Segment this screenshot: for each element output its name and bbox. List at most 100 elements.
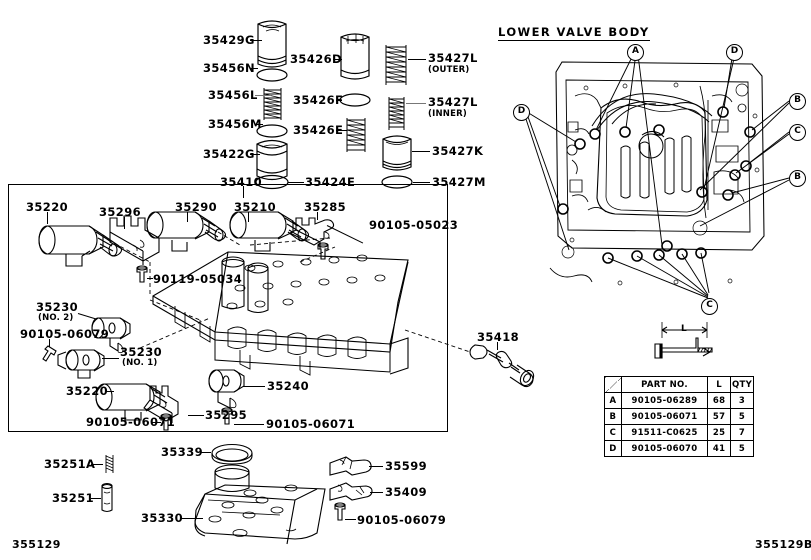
label-35285: 35285 [304, 200, 347, 214]
bolt-90105-06071-a-shape [160, 413, 172, 431]
callout-d-left: D [513, 104, 530, 121]
callout-b-lower: B [789, 170, 806, 187]
part-35220-lower-shape [95, 383, 168, 421]
label-35427m: 35427M [432, 175, 486, 189]
label-90119-05034: 90119-05034 [153, 272, 243, 286]
row-length-b: 57 [707, 408, 732, 425]
leader-35456n [250, 68, 258, 69]
row-qty-d: 5 [730, 440, 754, 457]
leader-35220-upper [47, 212, 48, 224]
callout-b-upper: B [789, 93, 806, 110]
label-35426d: 35426D [290, 52, 342, 66]
label-35599: 35599 [385, 459, 428, 473]
label-90105-06071-a: 90105-06071 [86, 415, 176, 429]
leader-90105-06071-a [152, 422, 161, 423]
leader-35426f [336, 100, 342, 101]
label-35295: 35295 [205, 408, 248, 422]
row-length-a: 68 [707, 392, 732, 409]
row-part-no-c: 91511-C0625 [620, 424, 709, 441]
leader-35429g [250, 40, 262, 41]
leader-35424e [288, 182, 304, 183]
leader-35422g [250, 154, 260, 155]
label-35427l-outer: 35427L [428, 51, 478, 65]
leader-35330 [181, 518, 203, 519]
label-35410: 35410 [220, 175, 263, 189]
table-row: D 90105-06070 41 5 [604, 440, 754, 457]
bolt-90105-06071-b-shape [221, 407, 233, 425]
part-35330-shape [194, 464, 326, 545]
table-row: C 91511-C0625 25 7 [604, 424, 754, 441]
row-part-no-b: 90105-06071 [620, 408, 709, 425]
header-part-no: PART NO. [620, 376, 709, 393]
label-35240: 35240 [267, 379, 310, 393]
label-35456n: 35456N [203, 61, 256, 75]
label-35422g: 35422G [203, 147, 255, 161]
lower-valve-body-illustration [524, 51, 790, 299]
row-qty-c: 7 [730, 424, 754, 441]
label-35230-no1-note: (NO. 1) [122, 358, 158, 368]
leader-35427l-outer [408, 59, 426, 60]
row-part-no-d: 90105-06070 [620, 440, 709, 457]
callout-c-right: C [789, 124, 806, 141]
parts-table: PART NO. L QTY A 90105-06289 68 3 B 9010… [604, 376, 754, 457]
label-35427l-inner-note: (INNER) [428, 109, 467, 119]
leader-35285 [317, 212, 318, 220]
label-35427l-outer-note: (OUTER) [428, 65, 470, 75]
label-35426f: 35426F [293, 93, 344, 107]
row-length-c: 25 [707, 424, 732, 441]
part-35230-no1-shape [57, 349, 105, 379]
leader-35230-no1 [102, 358, 119, 359]
row-key-d: D [604, 440, 622, 457]
label-35339: 35339 [161, 445, 204, 459]
bolt-90119-05034-shape [136, 265, 148, 283]
leader-35418 [497, 342, 498, 350]
part-35418-shape [469, 344, 535, 388]
callout-c-bottom: C [701, 298, 718, 315]
part-35251-shape [101, 483, 113, 513]
part-35429g-shape [257, 20, 287, 68]
label-35456l: 35456L [208, 88, 258, 102]
part-35426e-shape [346, 118, 366, 152]
leader-35220-lower [106, 391, 114, 392]
footer-left-code: 355129 [12, 538, 61, 551]
row-length-d: 41 [707, 440, 732, 457]
label-35220-upper: 35220 [26, 200, 69, 214]
part-35456n-shape [256, 68, 288, 82]
label-35426e: 35426E [293, 123, 344, 137]
label-35220-lower: 35220 [66, 384, 109, 398]
part-35220-upper-shape [38, 225, 123, 267]
label-35427k: 35427K [432, 144, 484, 158]
table-row: B 90105-06071 57 5 [604, 408, 754, 425]
leader-35426d [333, 59, 342, 60]
part-35427m-shape [381, 175, 413, 189]
valve-body-block-shape [152, 251, 409, 376]
part-35295-shape [143, 385, 179, 423]
part-35339-shape [211, 443, 253, 465]
leader-35251 [91, 498, 101, 499]
part-35456m-shape [256, 124, 288, 138]
label-90105-06079-left: 90105-06079 [20, 327, 110, 341]
part-35599-shape [329, 456, 372, 476]
leader-35427m [413, 182, 430, 183]
label-35251a: 35251A [44, 457, 96, 471]
leader-90105-06071-b [234, 424, 264, 425]
main-assembly-panel [8, 184, 448, 432]
leader-35426e [336, 130, 347, 131]
leader-35210 [248, 212, 249, 222]
label-90105-06071-b: 90105-06071 [266, 417, 356, 431]
row-key-b: B [604, 408, 622, 425]
label-90105-05023: 90105-05023 [369, 218, 459, 232]
leader-35427l-inner [406, 103, 426, 104]
leader-35290 [187, 212, 188, 222]
leader-90105-06079-left [49, 339, 50, 347]
label-35424e: 35424E [305, 175, 356, 189]
row-qty-b: 5 [730, 408, 754, 425]
label-35296: 35296 [99, 205, 142, 219]
part-35426d-shape [340, 33, 370, 80]
part-35409-shape [329, 482, 373, 501]
callout-a: A [627, 44, 644, 61]
label-35230-no2-note: (NO. 2) [38, 313, 74, 323]
leader-35427k [412, 151, 430, 152]
part-35230-no2-shape [91, 317, 131, 354]
